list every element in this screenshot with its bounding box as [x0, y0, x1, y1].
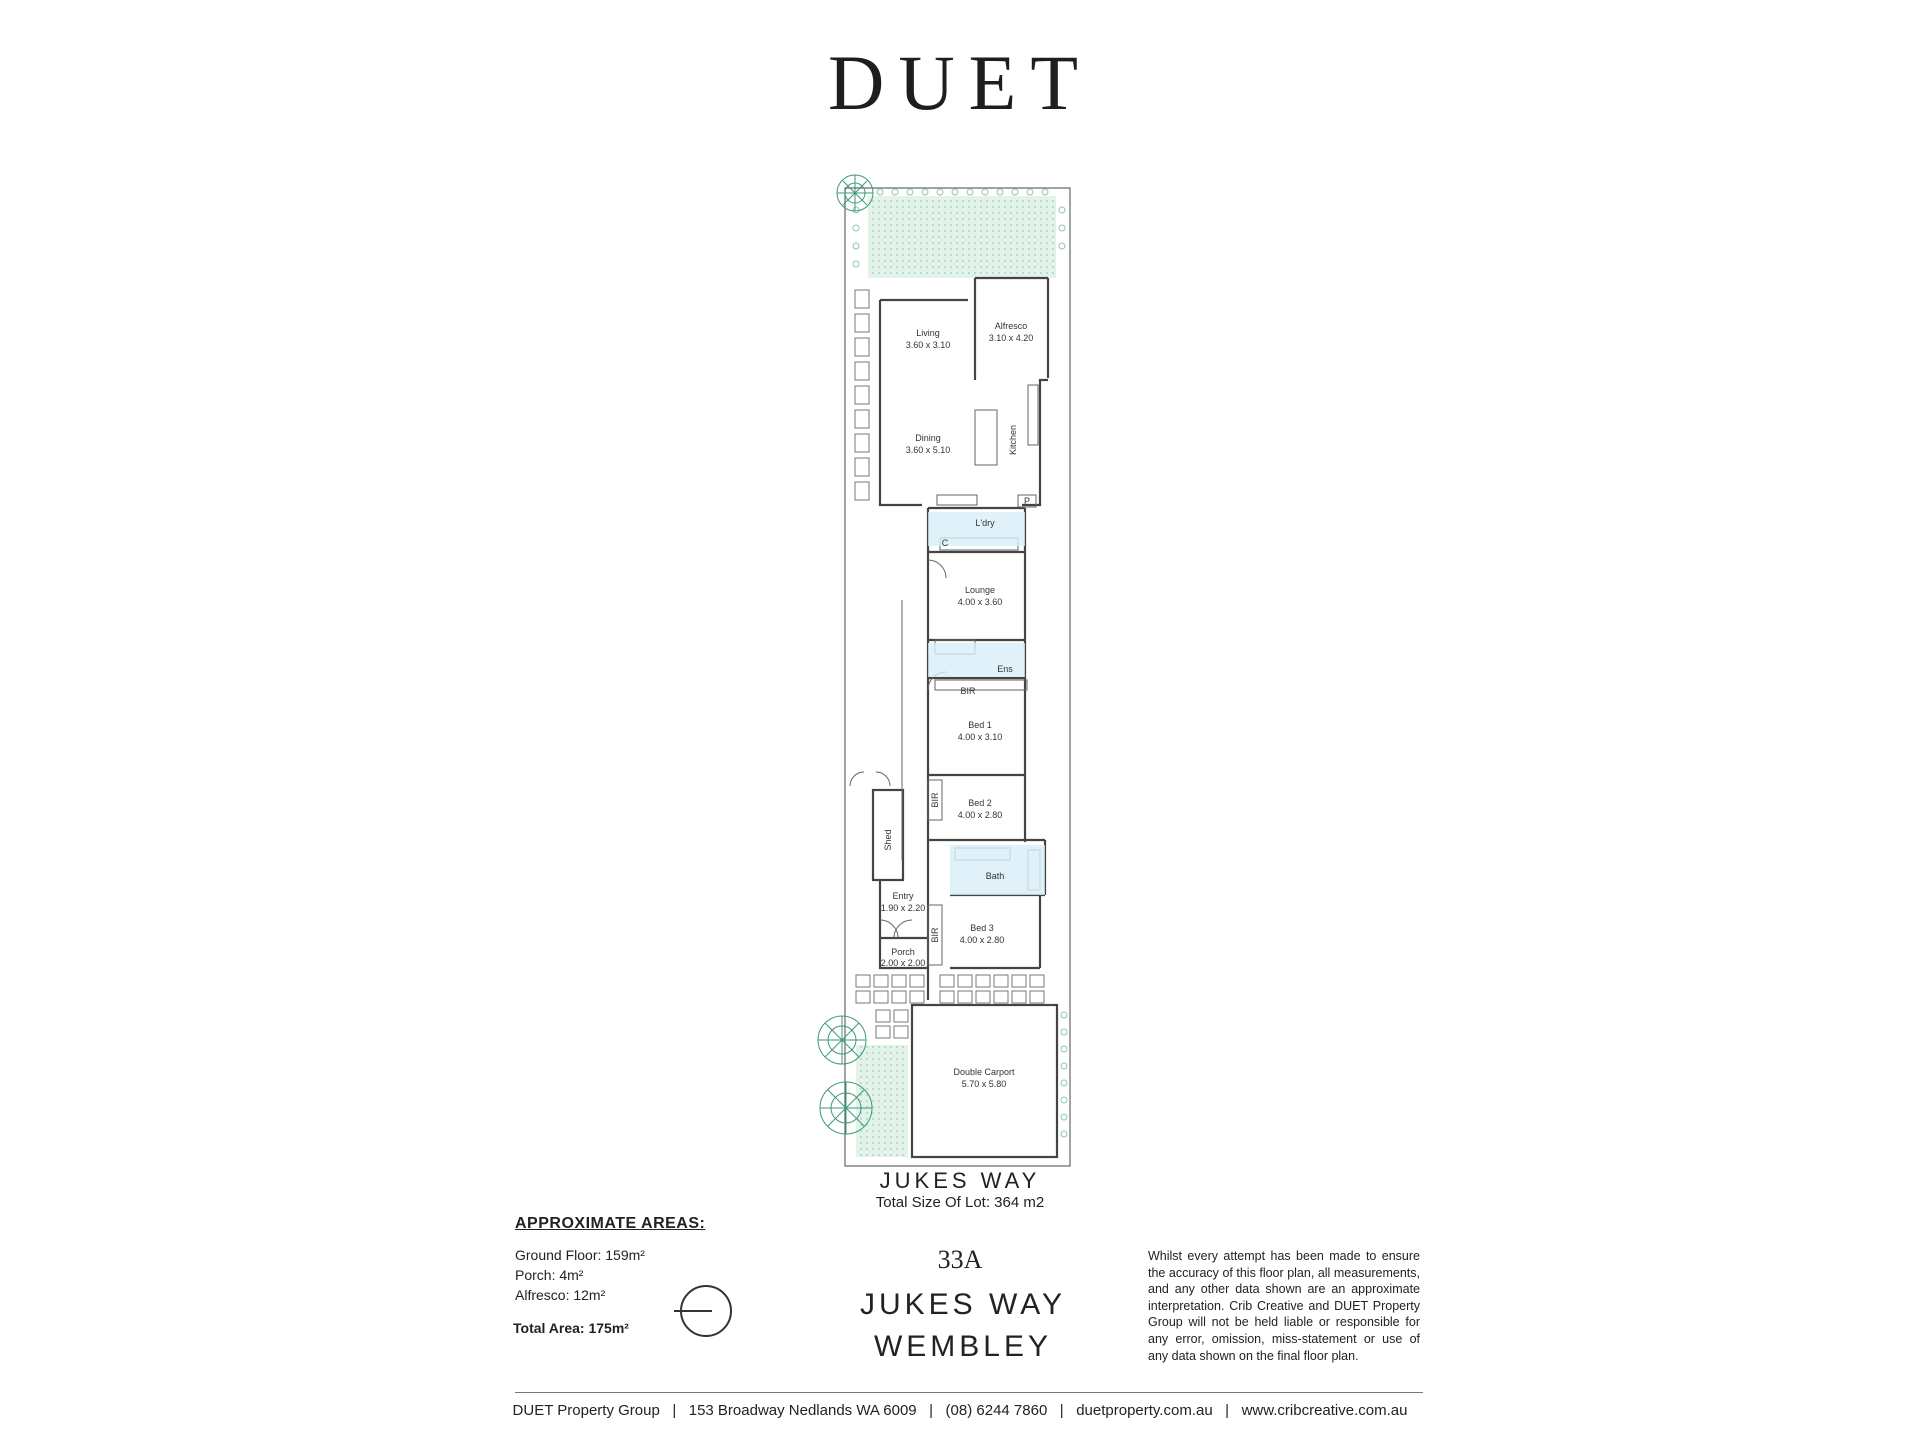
room-label-bed-2: Bed 2 — [968, 798, 992, 808]
room-label-pantry: P — [1024, 496, 1030, 506]
room-label-bir-2: BIR — [930, 792, 940, 808]
room-dims-entry: 1.90 x 2.20 — [881, 903, 926, 913]
area-alfresco: Alfresco: 12m² — [515, 1287, 606, 1303]
disclaimer-text: Whilst every attempt has been made to en… — [1148, 1249, 1420, 1363]
front-lawn — [856, 1045, 908, 1157]
room-label-living: Living — [916, 328, 940, 338]
room-dims-bed-1: 4.00 x 3.10 — [958, 732, 1003, 742]
area-total: Total Area: 175m² — [513, 1320, 629, 1336]
footer-divider — [515, 1392, 1423, 1393]
room-label-bir-1: BIR — [960, 686, 976, 696]
north-compass-icon — [674, 1285, 732, 1337]
tree-icon — [819, 1081, 873, 1135]
address-street: JUKES WAY — [859, 1288, 1067, 1321]
house-walls — [871, 276, 1059, 1159]
room-label-bath: Bath — [986, 871, 1005, 881]
room-dims-living: 3.60 x 3.10 — [906, 340, 951, 350]
room-label-entry: Entry — [892, 891, 914, 901]
address-unit: 33A — [937, 1245, 983, 1274]
areas-title: APPROXIMATE AREAS: — [515, 1215, 706, 1232]
laundry-wet-area — [928, 512, 1025, 546]
room-labels: Living 3.60 x 3.10 Alfresco 3.10 x 4.20 … — [881, 321, 1034, 1089]
front-pavers — [855, 974, 1045, 1039]
rear-lawn — [868, 196, 1056, 278]
room-label-cupboard: C — [942, 538, 949, 548]
tree-icon — [836, 174, 874, 212]
lot-boundary — [844, 187, 1071, 1167]
room-label-shed: Shed — [883, 829, 893, 850]
address-suburb: WEMBLEY — [873, 1330, 1053, 1363]
room-label-lounge: Lounge — [965, 585, 995, 595]
ensuite-wet-area — [928, 643, 1025, 677]
room-label-carport: Double Carport — [953, 1067, 1015, 1077]
room-dims-lounge: 4.00 x 3.60 — [958, 597, 1003, 607]
tree-icon — [817, 1015, 867, 1065]
room-label-bir-3: BIR — [930, 927, 940, 943]
footer-contact: DUET Property Group | 153 Broadway Nedla… — [512, 1402, 1408, 1419]
room-label-bed-1: Bed 1 — [968, 720, 992, 730]
front-hedge — [1060, 1011, 1068, 1138]
room-label-porch: Porch — [891, 947, 915, 957]
street-label: JUKES WAY — [879, 1168, 1041, 1193]
room-dims-dining: 3.60 x 5.10 — [906, 445, 951, 455]
rear-hedge — [852, 188, 1066, 268]
room-label-alfresco: Alfresco — [995, 321, 1028, 331]
area-porch: Porch: 4m² — [515, 1267, 584, 1283]
side-pavers — [854, 289, 870, 501]
area-ground-floor: Ground Floor: 159m² — [515, 1247, 645, 1263]
room-dims-bed-2: 4.00 x 2.80 — [958, 810, 1003, 820]
room-dims-alfresco: 3.10 x 4.20 — [989, 333, 1034, 343]
room-dims-carport: 5.70 x 5.80 — [962, 1079, 1007, 1089]
room-dims-porch: 2.00 x 2.00 — [881, 958, 926, 968]
room-dims-bed-3: 4.00 x 2.80 — [960, 935, 1005, 945]
room-label-bed-3: Bed 3 — [970, 923, 994, 933]
brand-logo: DUET — [828, 39, 1092, 126]
bath-wet-area — [950, 845, 1045, 895]
room-label-kitchen: Kitchen — [1008, 425, 1018, 455]
room-label-ensuite: Ens — [997, 664, 1013, 674]
room-label-laundry: L'dry — [975, 518, 995, 528]
lot-size: Total Size Of Lot: 364 m2 — [875, 1194, 1045, 1211]
room-label-dining: Dining — [915, 433, 941, 443]
